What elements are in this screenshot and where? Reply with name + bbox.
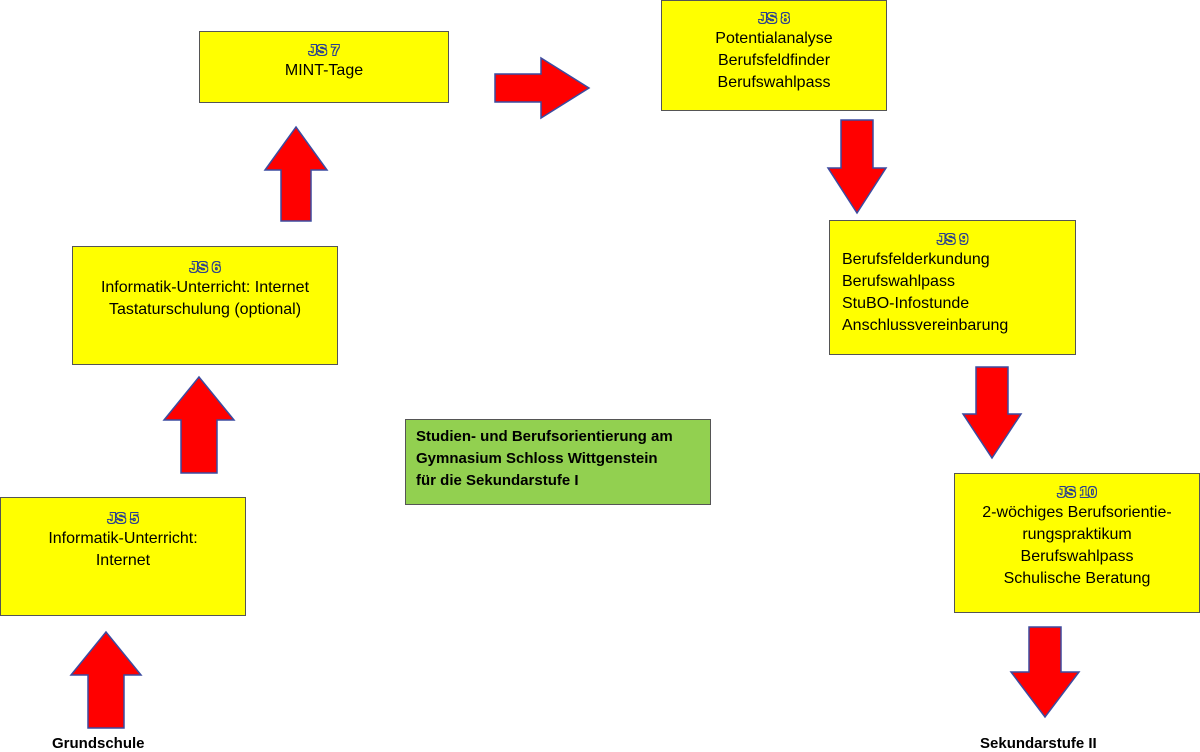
title-line-1: Studien- und Berufsorientierung am bbox=[416, 428, 673, 445]
box-js10-line-2: rungspraktikum bbox=[1022, 526, 1132, 543]
box-js5: JS 5 Informatik-Unterricht: Internet bbox=[0, 497, 246, 616]
box-js9-header: JS 9 bbox=[937, 231, 968, 248]
arrow-up-icon bbox=[162, 375, 236, 474]
box-js9-line-4: Anschlussvereinbarung bbox=[842, 317, 1009, 334]
box-js10-header: JS 10 bbox=[1057, 484, 1097, 501]
arrow-down-icon bbox=[1009, 626, 1081, 719]
arrow-right-icon bbox=[494, 56, 591, 120]
box-js8-line-1: Potentialanalyse bbox=[715, 30, 833, 47]
box-js8-header: JS 8 bbox=[758, 10, 790, 27]
box-js8-line-3: Berufswahlpass bbox=[717, 74, 831, 91]
box-js9: JS 9 Berufsfelderkundung Berufswahlpass … bbox=[829, 220, 1076, 355]
arrow-down-icon bbox=[826, 119, 888, 215]
box-js5-line-1: Informatik-Unterricht: bbox=[48, 530, 198, 547]
box-js7-header: JS 7 bbox=[308, 42, 340, 59]
box-js6: JS 6 Informatik-Unterricht: Internet Tas… bbox=[72, 246, 338, 365]
box-js5-line-2: Internet bbox=[95, 552, 151, 569]
box-js6-header: JS 6 bbox=[189, 259, 221, 276]
title-line-2: Gymnasium Schloss Wittgenstein bbox=[416, 450, 658, 467]
box-js6-line-1: Informatik-Unterricht: Internet bbox=[100, 279, 310, 296]
box-js10-line-4: Schulische Beratung bbox=[1003, 570, 1151, 587]
arrow-down-icon bbox=[961, 366, 1023, 460]
box-js8-line-2: Berufsfeldfinder bbox=[717, 52, 831, 69]
box-js6-line-2: Tastaturschulung (optional) bbox=[108, 301, 302, 318]
title-box: Studien- und Berufsorientierung am Gymna… bbox=[405, 419, 711, 505]
label-sekundarstufe-ii: Sekundarstufe II bbox=[980, 735, 1097, 752]
title-line-3: für die Sekundarstufe I bbox=[416, 472, 579, 489]
box-js9-line-1: Berufsfelderkundung bbox=[842, 251, 990, 268]
label-grundschule: Grundschule bbox=[52, 735, 145, 752]
box-js9-line-2: Berufswahlpass bbox=[842, 273, 955, 290]
arrow-up-icon bbox=[263, 125, 329, 222]
box-js5-header: JS 5 bbox=[107, 510, 139, 527]
box-js9-line-3: StuBO-Infostunde bbox=[842, 295, 970, 312]
box-js10-line-3: Berufswahlpass bbox=[1020, 548, 1134, 565]
box-js7-line-1: MINT-Tage bbox=[284, 62, 364, 79]
box-js10: JS 10 2-wöchiges Berufsorientie- rungspr… bbox=[954, 473, 1200, 613]
arrow-up-icon bbox=[69, 630, 143, 729]
box-js7: JS 7 MINT-Tage bbox=[199, 31, 449, 103]
box-js8: JS 8 Potentialanalyse Berufsfeldfinder B… bbox=[661, 0, 887, 111]
box-js10-line-1: 2-wöchiges Berufsorientie- bbox=[982, 504, 1172, 521]
